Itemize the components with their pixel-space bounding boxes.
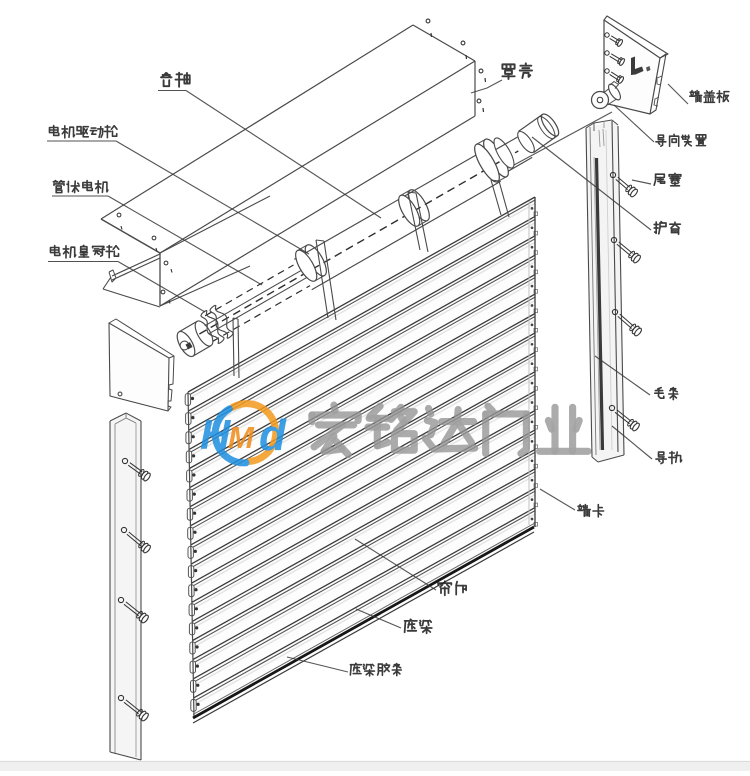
svg-text:M: M: [228, 420, 255, 455]
svg-text:H: H: [200, 411, 232, 458]
svg-text:d: d: [259, 411, 287, 460]
